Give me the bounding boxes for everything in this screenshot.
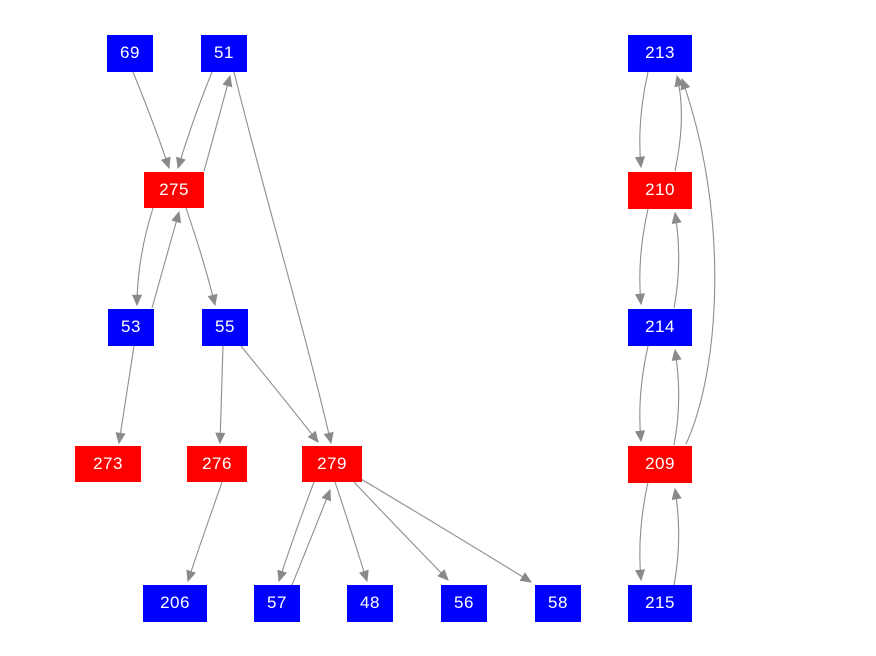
edge-51-275 (176, 71, 213, 170)
node-58: 58 (535, 584, 581, 622)
edge-215-209 (671, 487, 682, 586)
edge-213-210 (634, 71, 649, 169)
node-210: 210 (628, 171, 692, 209)
edge-53-273 (115, 345, 135, 445)
edge-53-275 (151, 210, 182, 309)
edge-279-48 (334, 481, 369, 583)
edge-210-213 (674, 74, 685, 172)
edge-279-57 (277, 481, 315, 583)
edge-55-276 (215, 345, 226, 445)
edge-279-58 (360, 478, 533, 583)
node-279: 279 (302, 446, 362, 482)
edge-209-213 (680, 77, 716, 445)
node-69: 69 (107, 34, 153, 72)
edge-279-56 (353, 481, 449, 581)
node-209: 209 (628, 445, 692, 483)
edge-275-53 (131, 207, 154, 307)
edge-209-215 (635, 481, 649, 582)
node-273: 273 (75, 446, 141, 482)
node-48: 48 (347, 584, 393, 622)
edge-214-209 (634, 345, 649, 443)
edge-275-55 (185, 207, 218, 307)
edge-275-51 (203, 74, 233, 172)
node-55: 55 (202, 308, 248, 346)
node-51: 51 (201, 34, 247, 72)
edge-209-214 (671, 348, 682, 446)
node-215: 215 (628, 584, 692, 622)
node-213: 213 (628, 34, 692, 72)
edge-57-279 (291, 488, 332, 586)
node-53: 53 (108, 308, 154, 346)
edge-210-214 (634, 208, 649, 306)
edge-51-279 (233, 71, 334, 445)
node-275: 275 (144, 172, 204, 208)
edge-69-275 (132, 71, 171, 170)
node-276: 276 (187, 446, 247, 482)
edge-214-210 (671, 211, 682, 309)
node-57: 57 (254, 584, 300, 622)
node-56: 56 (441, 584, 487, 622)
node-214: 214 (628, 308, 692, 346)
node-206: 206 (143, 584, 207, 622)
edge-276-206 (186, 481, 223, 583)
edge-55-279 (240, 345, 319, 443)
